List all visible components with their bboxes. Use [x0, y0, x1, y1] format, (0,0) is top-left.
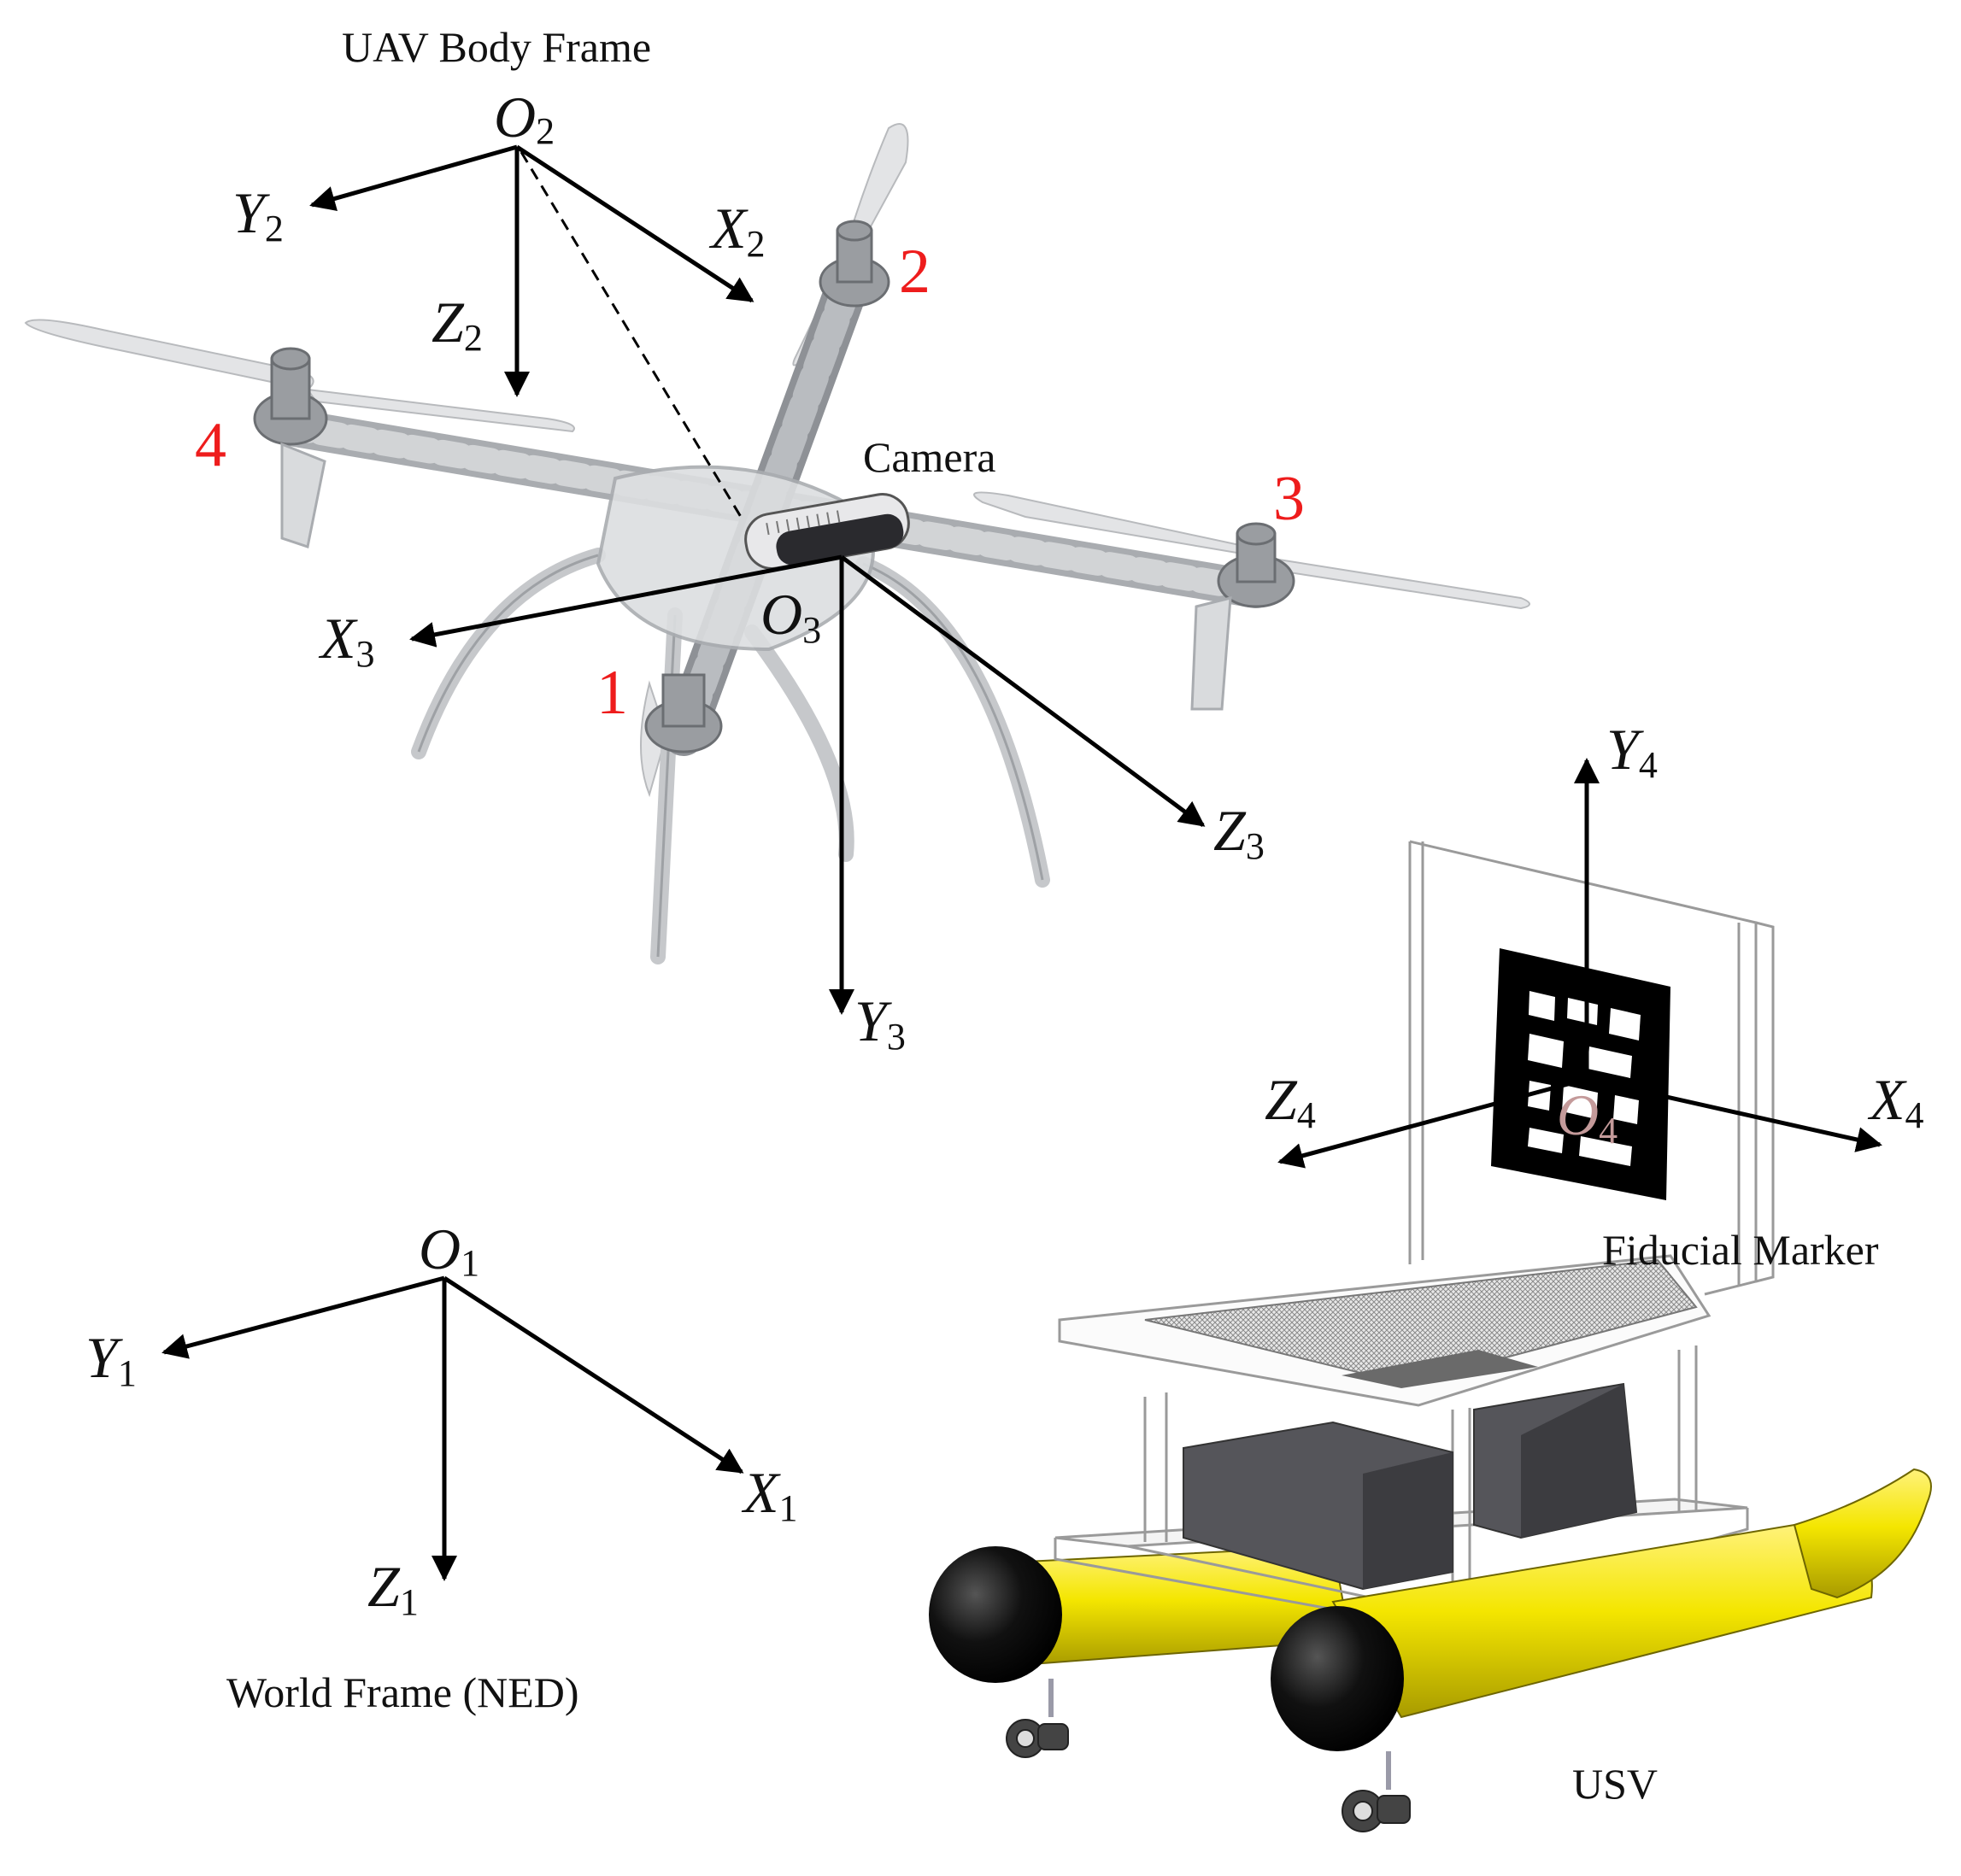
landing-deck — [1058, 1254, 1711, 1407]
world-frame-axes — [161, 1275, 744, 1581]
motors — [253, 220, 1295, 753]
body-x-axis-label: X2 — [708, 196, 766, 265]
uav-body-frame-caption: UAV Body Frame — [342, 23, 651, 71]
rotor-number-3: 3 — [1273, 464, 1305, 534]
body-to-camera-dashed-line — [520, 151, 745, 522]
world-z-axis-label: Z1 — [367, 1554, 419, 1623]
camera-z-axis-label: Z3 — [1213, 798, 1265, 867]
marker-origin-label: O4 — [1557, 1082, 1618, 1152]
camera-x-axis-label: X3 — [318, 606, 375, 675]
propeller-blades — [24, 123, 1530, 798]
marker-x-axis-label: X4 — [1867, 1067, 1924, 1136]
usv-caption: USV — [1572, 1760, 1658, 1808]
camera-origin-label: O3 — [760, 582, 821, 651]
marker-frame-axes — [1277, 758, 1882, 1169]
marker-z-axis-label: Z4 — [1265, 1067, 1316, 1136]
body-origin-label: O2 — [494, 85, 555, 152]
world-y-axis-label: Y1 — [85, 1325, 137, 1394]
world-x-axis-label: X1 — [741, 1460, 798, 1529]
thrusters — [1006, 1679, 1411, 1832]
body-y-axis-label: Y2 — [232, 180, 284, 249]
rotor-number-2: 2 — [899, 237, 931, 307]
camera-caption: Camera — [863, 433, 995, 481]
marker-mount-frame — [1408, 840, 1775, 1296]
quadrotor-uav — [24, 123, 1530, 964]
pontoon-right — [1271, 1468, 1932, 1751]
world-frame-caption: World Frame (NED) — [226, 1668, 579, 1716]
body-frame-axes — [309, 144, 754, 522]
camera-frame-axes — [409, 554, 1206, 1015]
battery-boxes — [1183, 1382, 1638, 1591]
rotor-number-1: 1 — [596, 658, 628, 728]
fiducial-marker-caption: Fiducial Marker — [1602, 1226, 1879, 1274]
pontoon-left — [929, 1545, 1352, 1683]
world-origin-label: O1 — [419, 1216, 479, 1284]
usv-vehicle — [929, 840, 1932, 1832]
body-z-axis-label: Z2 — [432, 290, 483, 359]
camera-y-axis-label: Y3 — [854, 988, 906, 1058]
fiducial-marker-board — [1491, 948, 1670, 1200]
marker-y-axis-label: Y4 — [1606, 717, 1658, 786]
rotor-number-4: 4 — [195, 410, 226, 480]
depth-camera — [744, 493, 910, 570]
